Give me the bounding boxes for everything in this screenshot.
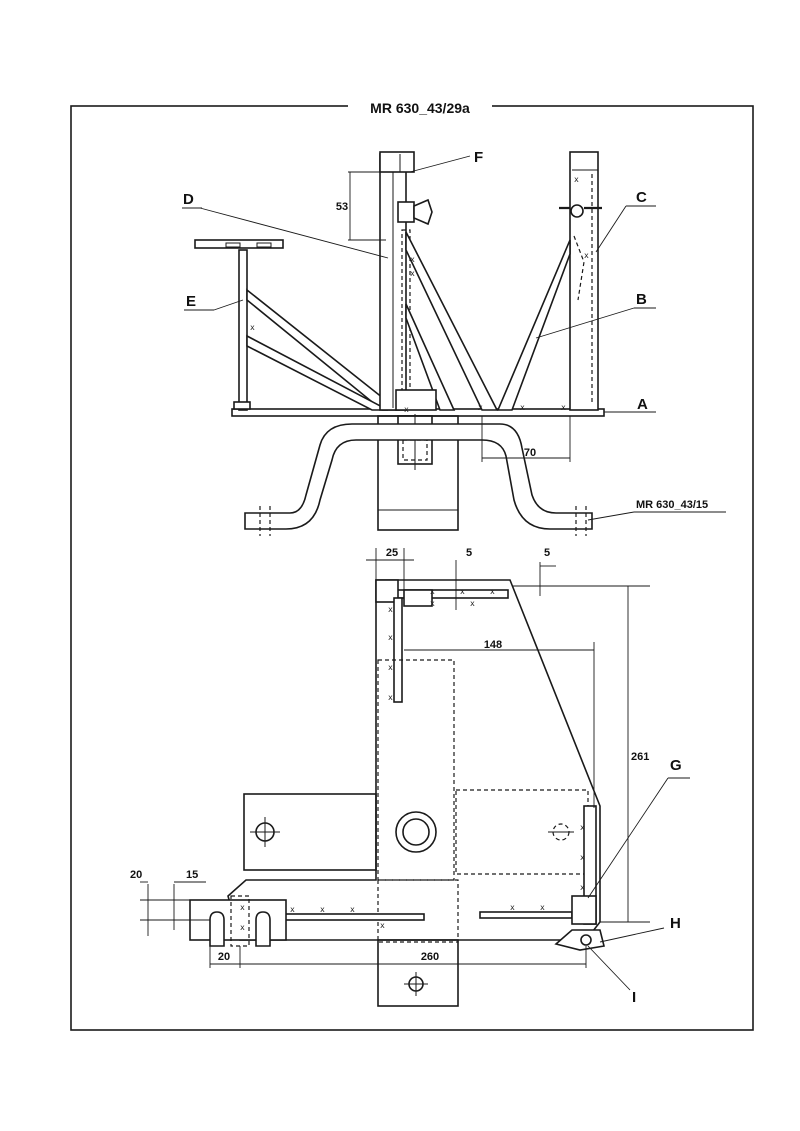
svg-text:x: x — [240, 923, 245, 932]
front-elevation: x x x x x x x x x 53 70 F D C B E — [182, 149, 726, 536]
svg-text:x: x — [540, 903, 545, 912]
post-e — [238, 249, 248, 411]
plan-view: x x x x x x x x x x x x x x x x x x x x … — [130, 547, 690, 1007]
label-i: I — [632, 989, 636, 1006]
dim-70: 70 — [524, 447, 536, 459]
svg-text:x: x — [460, 587, 465, 596]
svg-text:x: x — [404, 405, 409, 414]
dim-15: 15 — [186, 869, 198, 881]
dim-20b: 20 — [218, 951, 230, 963]
label-h: H — [670, 915, 681, 932]
drawing-title: MR 630_43/29a — [370, 100, 470, 116]
svg-text:x: x — [478, 403, 483, 412]
svg-text:x: x — [430, 587, 435, 596]
wing-nut-f — [413, 198, 433, 226]
svg-text:x: x — [388, 693, 393, 702]
dim-148: 148 — [484, 639, 502, 651]
wing-nut-h — [554, 929, 605, 951]
svg-text:x: x — [510, 903, 515, 912]
svg-text:x: x — [490, 587, 495, 596]
label-f: F — [474, 149, 483, 166]
svg-text:x: x — [520, 403, 525, 412]
label-d: D — [183, 191, 194, 208]
label-g: G — [670, 757, 682, 774]
svg-text:x: x — [574, 175, 579, 184]
dim-5b: 5 — [544, 547, 550, 559]
svg-text:x: x — [290, 905, 295, 914]
svg-text:x: x — [350, 905, 355, 914]
svg-text:x: x — [580, 853, 585, 862]
base-plate — [227, 579, 601, 941]
svg-text:x: x — [380, 921, 385, 930]
label-c: C — [636, 189, 647, 206]
hub — [395, 811, 437, 853]
label-b: B — [636, 291, 647, 308]
svg-text:x: x — [240, 903, 245, 912]
dim-260: 260 — [421, 951, 439, 963]
label-e: E — [186, 293, 196, 310]
svg-text:x: x — [580, 883, 585, 892]
svg-text:x: x — [388, 633, 393, 642]
dim-53: 53 — [336, 201, 348, 213]
svg-text:x: x — [561, 403, 566, 412]
post-c — [569, 151, 599, 411]
reference-part: MR 630_43/15 — [636, 499, 708, 511]
table-top — [194, 239, 284, 249]
label-a: A — [637, 396, 648, 413]
support-rod — [244, 423, 593, 530]
svg-text:x: x — [410, 255, 415, 264]
dim-25: 25 — [386, 547, 398, 559]
dim-261: 261 — [631, 751, 649, 763]
svg-text:x: x — [388, 605, 393, 614]
svg-text:x: x — [250, 323, 255, 332]
svg-text:x: x — [388, 663, 393, 672]
dim-20a: 20 — [130, 869, 142, 881]
svg-text:x: x — [320, 905, 325, 914]
svg-text:x: x — [580, 823, 585, 832]
svg-text:x: x — [430, 599, 435, 608]
dim-5a: 5 — [466, 547, 472, 559]
svg-text:x: x — [470, 599, 475, 608]
svg-text:x: x — [584, 251, 589, 260]
svg-text:x: x — [410, 269, 415, 278]
